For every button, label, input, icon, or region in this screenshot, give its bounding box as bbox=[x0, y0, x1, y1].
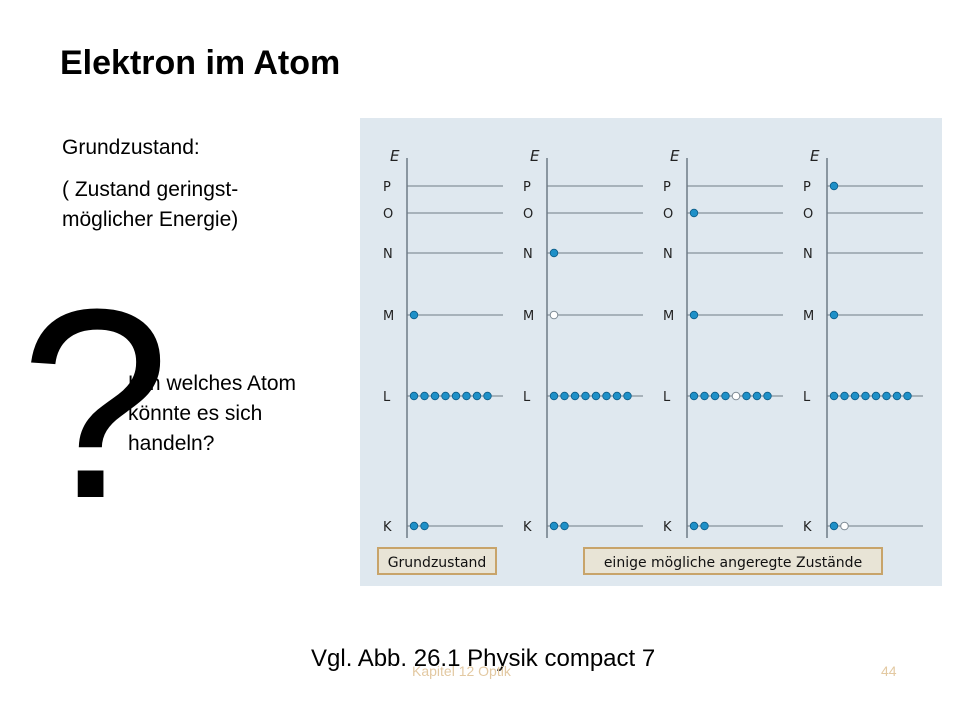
electron-p bbox=[829, 181, 839, 191]
electron-l bbox=[742, 391, 751, 401]
electron-m bbox=[829, 310, 839, 320]
shell-label-l: L bbox=[523, 390, 531, 405]
caption-excited-box bbox=[583, 547, 883, 575]
question-mark: ? bbox=[20, 254, 171, 555]
electron-k bbox=[549, 521, 559, 531]
shell-label-k: K bbox=[523, 520, 532, 535]
shell-label-n: N bbox=[523, 247, 533, 262]
electron-m bbox=[409, 310, 419, 320]
electron-k bbox=[700, 521, 709, 531]
electron-l bbox=[462, 391, 471, 401]
electron-k bbox=[689, 521, 699, 531]
electron-m bbox=[689, 310, 699, 320]
state-panel-3: EPO N M L K bbox=[663, 147, 783, 538]
shell-label-l: L bbox=[803, 390, 811, 405]
electron-l bbox=[752, 391, 762, 401]
energy-axis-label: E bbox=[810, 147, 820, 165]
electron-l bbox=[430, 391, 440, 401]
state-panel-1: EPO N M L K bbox=[383, 147, 503, 538]
shell-label-n: N bbox=[383, 247, 393, 262]
electron-l bbox=[700, 391, 709, 401]
shell-label-o: O bbox=[383, 207, 393, 222]
shell-label-p: P bbox=[383, 180, 391, 195]
figure-reference: Vgl. Abb. 26.1 Physik compact 7 bbox=[311, 645, 656, 672]
shell-label-m: M bbox=[663, 309, 674, 324]
electron-l bbox=[570, 391, 580, 401]
electron-l bbox=[441, 391, 450, 401]
electron-l bbox=[840, 391, 849, 401]
electron-l bbox=[581, 391, 590, 401]
electron-n bbox=[549, 248, 559, 258]
electron-l bbox=[623, 391, 632, 401]
electron-l bbox=[903, 391, 912, 401]
shell-label-k: K bbox=[383, 520, 392, 535]
electron-k bbox=[560, 521, 569, 531]
electron-l bbox=[721, 391, 730, 401]
electron-o bbox=[689, 208, 699, 218]
electron-l bbox=[710, 391, 720, 401]
electron-l bbox=[591, 391, 601, 401]
shell-label-m: M bbox=[523, 309, 534, 324]
electron-k bbox=[409, 521, 419, 531]
electron-k bbox=[829, 521, 839, 531]
slide-title: Elektron im Atom bbox=[60, 44, 341, 82]
electron-l bbox=[420, 391, 429, 401]
electron-l bbox=[612, 391, 622, 401]
ground-state-desc-line2: möglicher Energie) bbox=[62, 208, 239, 231]
shell-label-m: M bbox=[383, 309, 394, 324]
electron-l bbox=[892, 391, 902, 401]
shell-label-n: N bbox=[663, 247, 673, 262]
energy-axis-label: E bbox=[670, 147, 680, 165]
electron-l bbox=[689, 391, 699, 401]
vacancy-m bbox=[549, 310, 559, 320]
electron-l bbox=[829, 391, 839, 401]
shell-label-k: K bbox=[663, 520, 672, 535]
question-line2: könnte es sich bbox=[128, 402, 263, 425]
electron-l bbox=[472, 391, 482, 401]
electron-l bbox=[763, 391, 772, 401]
electron-l bbox=[451, 391, 461, 401]
shell-label-m: M bbox=[803, 309, 814, 324]
electron-l bbox=[560, 391, 569, 401]
state-panel-2: EPO N M L K bbox=[523, 147, 643, 538]
caption-ground-text: Grundzustand bbox=[388, 555, 487, 571]
electron-l bbox=[882, 391, 891, 401]
shell-label-p: P bbox=[663, 180, 671, 195]
caption-excited-text: einige mögliche angeregte Zustände bbox=[604, 555, 862, 571]
electron-l bbox=[861, 391, 870, 401]
electron-l bbox=[409, 391, 419, 401]
electron-l bbox=[871, 391, 881, 401]
shell-label-p: P bbox=[803, 180, 811, 195]
electron-k bbox=[420, 521, 429, 531]
question-line3: handeln? bbox=[128, 432, 215, 455]
caption-ground: Grundzustand bbox=[377, 547, 497, 575]
footer-chapter: Kapitel 12 Optik bbox=[412, 663, 511, 679]
page-number: 44 bbox=[881, 663, 897, 679]
shell-label-k: K bbox=[803, 520, 812, 535]
electron-l bbox=[483, 391, 492, 401]
vacancy-l bbox=[731, 391, 741, 401]
shell-label-o: O bbox=[663, 207, 673, 222]
electron-l bbox=[850, 391, 860, 401]
shell-label-o: O bbox=[803, 207, 813, 222]
question-line1: Um welches Atom bbox=[128, 372, 297, 395]
state-panel-4: EPO N M L K bbox=[803, 147, 923, 538]
ground-state-label: Grundzustand: bbox=[62, 136, 200, 159]
energy-axis-label: E bbox=[390, 147, 400, 165]
shell-label-o: O bbox=[523, 207, 533, 222]
diagram-background bbox=[360, 118, 942, 586]
electron-l bbox=[549, 391, 559, 401]
ground-state-desc-line1: ( Zustand geringst- bbox=[62, 178, 239, 201]
shell-label-l: L bbox=[383, 390, 391, 405]
shell-label-n: N bbox=[803, 247, 813, 262]
shell-label-p: P bbox=[523, 180, 531, 195]
shell-label-l: L bbox=[663, 390, 671, 405]
caption-ground-box bbox=[377, 547, 497, 575]
caption-excited: einige mögliche angeregte Zustände bbox=[583, 547, 883, 575]
electron-l bbox=[602, 391, 611, 401]
vacancy-k bbox=[840, 521, 849, 531]
energy-axis-label: E bbox=[530, 147, 540, 165]
